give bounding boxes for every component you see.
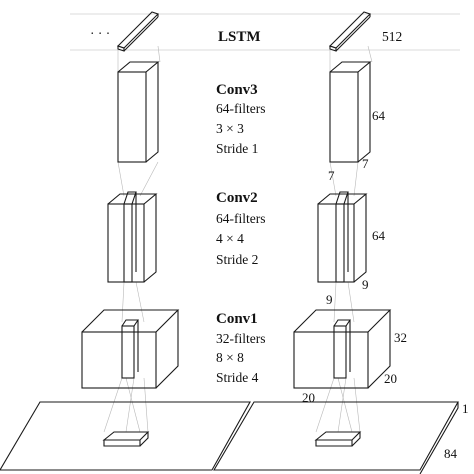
conv1-title: Conv1 [216, 311, 258, 327]
conv3-kernel: 3 × 3 [216, 121, 244, 136]
conv2-height-label: 9 [326, 292, 333, 307]
conv3-stride: Stride 1 [216, 141, 258, 156]
lstm-layer-left [116, 11, 160, 52]
conv2-stride: Stride 2 [216, 252, 258, 267]
conv2-depth-label: 64 [372, 228, 386, 243]
input-size-label: 84 [444, 446, 458, 461]
conv3-depth-label: 64 [372, 108, 386, 123]
lstm-units-label: 512 [382, 29, 402, 44]
lstm-ellipsis: · · · [90, 26, 110, 41]
input-channels-label: 1 [462, 401, 469, 416]
conv2-width-label: 9 [362, 277, 369, 292]
input-plane-right [213, 401, 459, 474]
conv3-volume-left [117, 61, 160, 163]
conv1-width-label: 20 [384, 371, 397, 386]
conv3-title: Conv3 [216, 82, 258, 98]
lstm-label: LSTM [218, 29, 261, 45]
conv3-volume-right [329, 61, 372, 163]
conv2-kernel: 4 × 4 [216, 231, 244, 246]
conv2-volume-left [107, 191, 158, 283]
conv2-title: Conv2 [216, 190, 258, 206]
conv1-filters: 32-filters [216, 331, 266, 346]
conv3-filters: 64-filters [216, 101, 266, 116]
conv1-depth-label: 32 [394, 330, 407, 345]
projection-lines [70, 13, 460, 433]
conv3-width-label: 7 [362, 156, 369, 171]
conv1-kernel: 8 × 8 [216, 350, 244, 365]
conv1-stride: Stride 4 [216, 370, 259, 385]
conv2-filters: 64-filters [216, 211, 266, 226]
input-plane-left [0, 401, 251, 471]
conv1-height-label: 20 [302, 390, 315, 405]
conv2-volume-right [317, 191, 368, 283]
lstm-layer-right [328, 11, 372, 52]
conv1-volume-right [293, 309, 392, 389]
conv1-volume-left [81, 309, 180, 389]
conv3-height-label: 7 [328, 168, 335, 183]
